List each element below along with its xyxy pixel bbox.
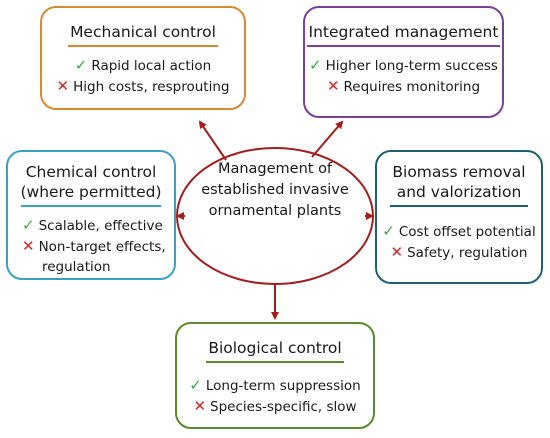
arrow-to-mechanical <box>198 120 227 161</box>
biomass-title-line-2: and valorization <box>396 183 522 201</box>
chemical-title-line-1: Chemical control <box>25 163 157 181</box>
mechanical-control-box: Mechanical control ✓Rapid local action ✕… <box>40 6 246 110</box>
chemical-control-box: Chemical control (where permitted) ✓Scal… <box>6 150 176 280</box>
chemical-con-text-2: regulation <box>42 259 111 275</box>
cross-mark-icon: ✕ <box>390 243 404 261</box>
mechanical-con-text: High costs, resprouting <box>73 79 230 95</box>
chemical-pro-text: Scalable, effective <box>38 218 163 234</box>
center-line-2: established invasive <box>201 182 349 198</box>
cross-mark-icon: ✕ <box>22 237 35 255</box>
center-line-3: ornamental plants <box>208 203 342 219</box>
integrated-title: Integrated management <box>306 22 501 47</box>
check-mark-icon: ✓ <box>309 56 322 74</box>
biological-pro: ✓Long-term suppression <box>177 375 373 396</box>
mechanical-title: Mechanical control <box>68 22 218 47</box>
check-mark-icon: ✓ <box>22 216 35 234</box>
cross-mark-icon: ✕ <box>193 397 207 415</box>
chemical-con-text-1: Non-target effects, <box>38 239 166 255</box>
biomass-title-line-1: Biomass removal <box>392 163 526 181</box>
biomass-con-text: Safety, regulation <box>407 245 528 261</box>
biological-pro-text: Long-term suppression <box>205 378 361 394</box>
chemical-title-line-2: (where permitted) <box>20 183 162 201</box>
biological-con-text: Species-specific, slow <box>210 399 357 415</box>
biological-title: Biological control <box>206 338 344 363</box>
chemical-con-continued: regulation <box>22 257 174 277</box>
arrow-to-integrated <box>311 120 344 158</box>
biological-con: ✕Species-specific, slow <box>177 396 373 417</box>
mechanical-con: ✕High costs, resprouting <box>42 76 244 97</box>
check-mark-icon: ✓ <box>189 376 202 394</box>
integrated-pro: ✓Higher long-term success <box>305 55 502 76</box>
mechanical-pro: ✓Rapid local action <box>42 55 244 76</box>
check-mark-icon: ✓ <box>74 56 88 74</box>
integrated-pro-text: Higher long-term success <box>325 58 498 74</box>
biomass-title-underline <box>390 205 528 207</box>
biomass-con: ✕Safety, regulation <box>377 242 541 263</box>
integrated-con: ✕Requires monitoring <box>305 76 502 97</box>
chemical-pro: ✓Scalable, effective <box>22 215 174 236</box>
biological-control-box: Biological control ✓Long-term suppressio… <box>175 322 375 429</box>
integrated-con-text: Requires monitoring <box>343 79 481 95</box>
center-line-1: Management of <box>217 161 333 177</box>
mechanical-pro-text: Rapid local action <box>91 58 212 74</box>
chemical-con: ✕Non-target effects, <box>22 236 174 257</box>
integrated-management-box: Integrated management ✓Higher long-term … <box>303 6 504 118</box>
center-topic: Management of established invasive ornam… <box>183 159 367 222</box>
biomass-pro-text: Cost offset potential <box>398 224 536 240</box>
chemical-title-underline <box>21 205 161 207</box>
check-mark-icon: ✓ <box>382 222 395 240</box>
biomass-removal-box: Biomass removal and valorization ✓Cost o… <box>375 150 543 284</box>
biomass-pro: ✓Cost offset potential <box>377 221 541 242</box>
cross-mark-icon: ✕ <box>326 77 340 95</box>
cross-mark-icon: ✕ <box>56 77 70 95</box>
